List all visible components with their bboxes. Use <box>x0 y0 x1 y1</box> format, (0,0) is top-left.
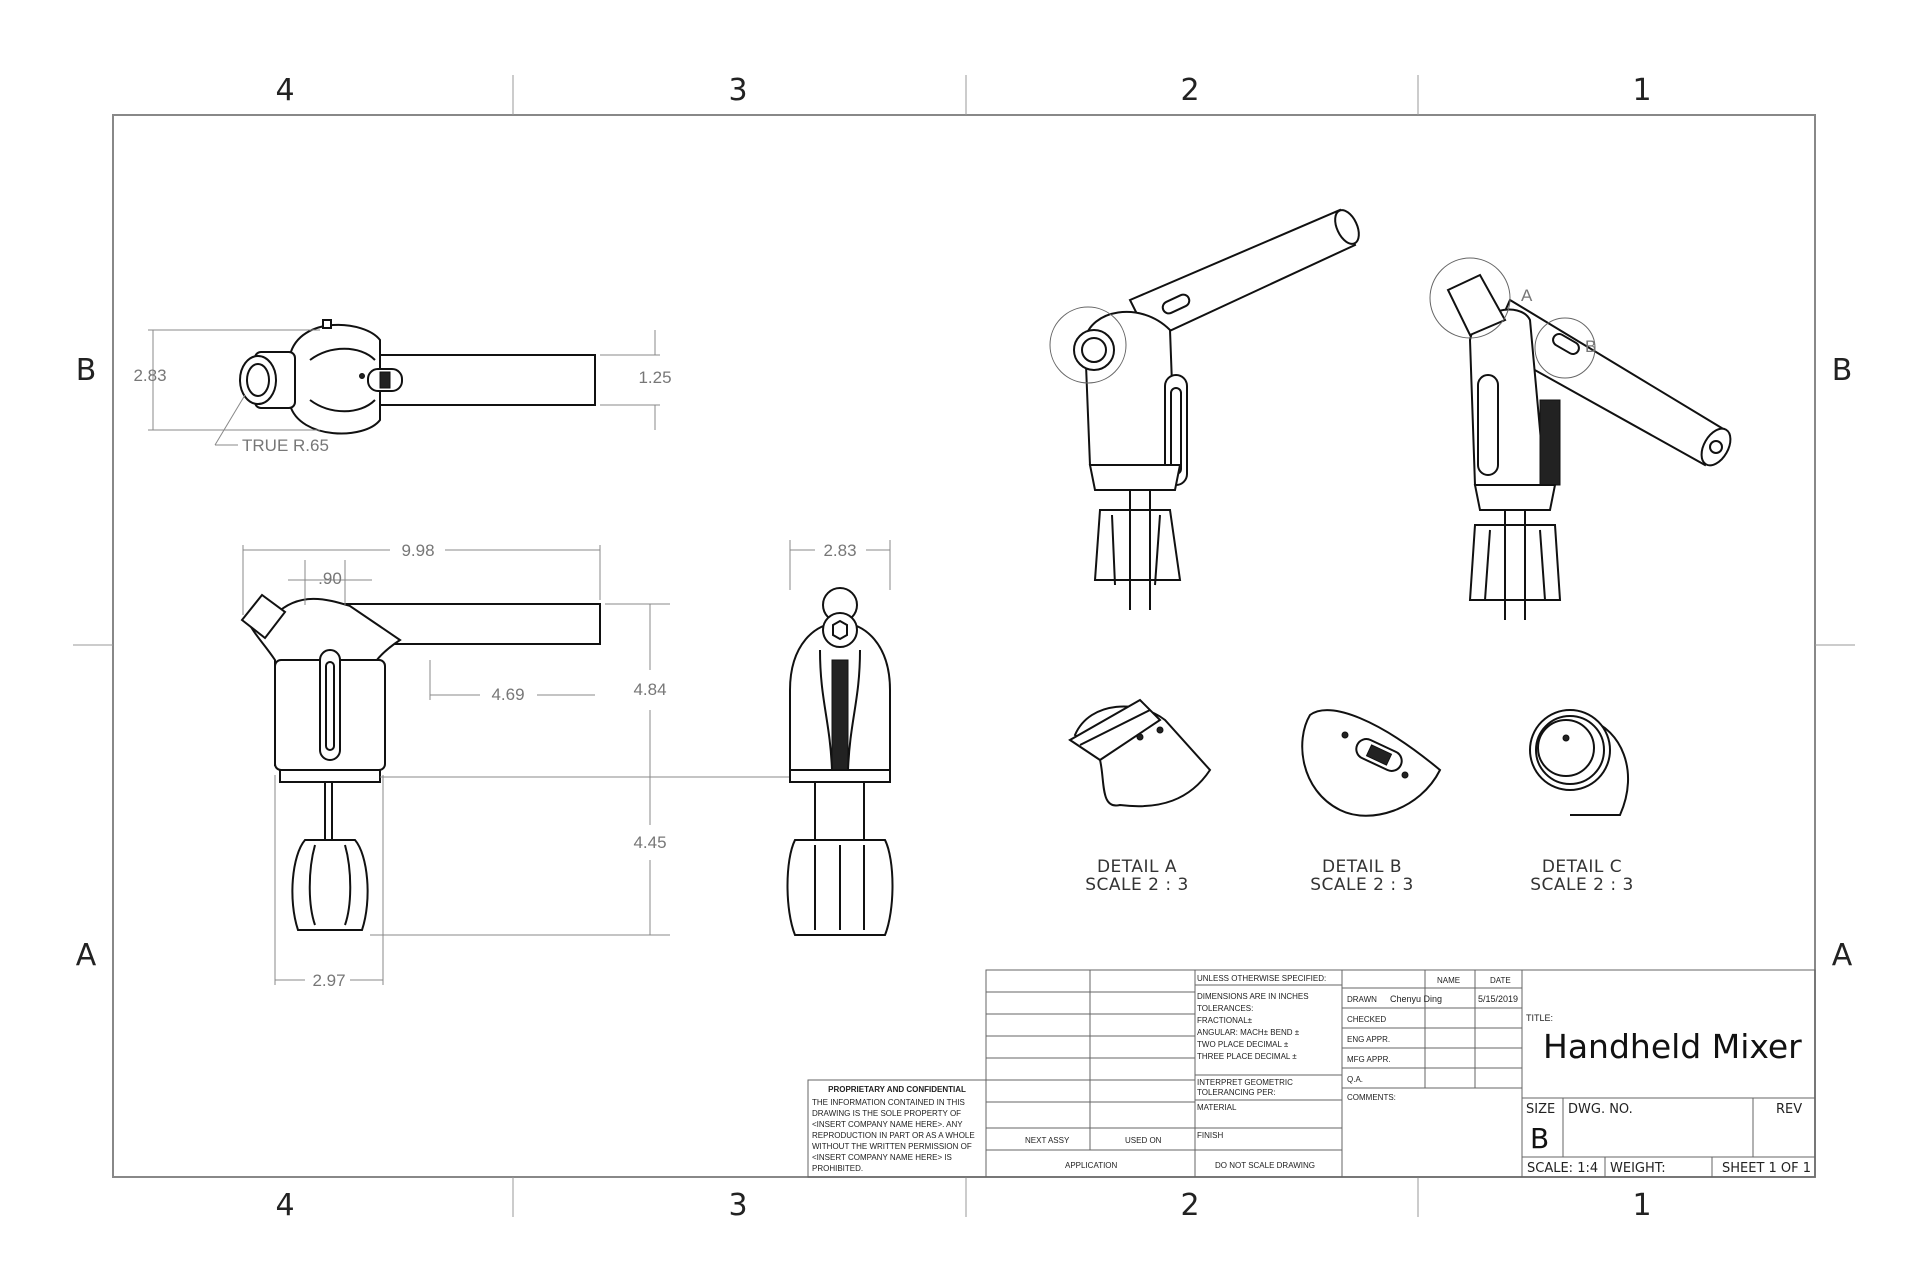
used-on-label: USED ON <box>1125 1136 1162 1145</box>
iso-view-left <box>1049 208 1360 610</box>
zone-col-top-1: 1 <box>1632 73 1651 108</box>
zone-col-bottom-2: 2 <box>1180 1188 1199 1223</box>
drawing-title: Handheld Mixer <box>1543 1027 1802 1066</box>
detail-c-title: DETAIL C <box>1542 857 1622 877</box>
unless-specified: UNLESS OTHERWISE SPECIFIED: <box>1197 974 1326 983</box>
zone-col-bottom-3: 3 <box>728 1188 747 1223</box>
dim-front-offset: .90 <box>318 569 342 588</box>
zone-col-top-2: 2 <box>1180 73 1199 108</box>
interpret-geometric: INTERPRET GEOMETRIC <box>1197 1078 1293 1087</box>
dim-top-height: 2.83 <box>133 366 166 385</box>
side-view: 2.83 <box>786 540 894 936</box>
application-label: APPLICATION <box>1065 1161 1118 1170</box>
proprietary-line: WITHOUT THE WRITTEN PERMISSION OF <box>812 1142 972 1151</box>
dimensions-note: DIMENSIONS ARE IN INCHES <box>1197 992 1309 1001</box>
zone-row-left-b: B <box>76 353 97 388</box>
dim-front-upper: 4.84 <box>633 680 666 699</box>
angular-tolerance: ANGULAR: MACH± BEND ± <box>1197 1028 1300 1037</box>
drawn-by-name: Chenyu Ding <box>1390 994 1442 1004</box>
do-not-scale-label: DO NOT SCALE DRAWING <box>1215 1161 1315 1170</box>
date-header: DATE <box>1490 976 1511 985</box>
zone-dividers <box>73 75 1855 1217</box>
row-qa: Q.A. <box>1347 1075 1363 1084</box>
dim-front-lower: 4.45 <box>633 833 666 852</box>
row-drawn: DRAWN <box>1347 995 1377 1004</box>
dim-front-handle: 4.69 <box>491 685 524 704</box>
zone-row-right-a: A <box>1832 938 1853 973</box>
row-checked: CHECKED <box>1347 1015 1386 1024</box>
proprietary-line: <INSERT COMPANY NAME HERE>. ANY <box>812 1120 963 1129</box>
proprietary-heading: PROPRIETARY AND CONFIDENTIAL <box>828 1085 966 1094</box>
dim-side-width: 2.83 <box>823 541 856 560</box>
dim-top-handle: 1.25 <box>638 368 671 387</box>
row-eng-appr: ENG APPR. <box>1347 1035 1390 1044</box>
zone-col-bottom-4: 4 <box>275 1188 294 1223</box>
proprietary-notice: PROPRIETARY AND CONFIDENTIAL THE INFORMA… <box>807 1079 987 1178</box>
detail-b-scale: SCALE 2 : 3 <box>1310 875 1414 895</box>
title-block <box>985 969 1816 1178</box>
size-label: SIZE <box>1526 1102 1555 1117</box>
rev-label: REV <box>1776 1102 1802 1117</box>
dwg-no-label: DWG. NO. <box>1568 1102 1633 1117</box>
three-place-tolerance: THREE PLACE DECIMAL ± <box>1197 1052 1297 1061</box>
drawn-date: 5/15/2019 <box>1478 994 1518 1004</box>
detail-a-title: DETAIL A <box>1097 857 1177 877</box>
zone-row-left-a: A <box>76 938 97 973</box>
tolerances-label: TOLERANCES: <box>1197 1004 1253 1013</box>
detail-b-view <box>1301 709 1442 817</box>
name-header: NAME <box>1437 976 1460 985</box>
zone-col-bottom-1: 1 <box>1632 1188 1651 1223</box>
iso-label-a: A <box>1521 286 1533 305</box>
size-value: B <box>1530 1122 1549 1155</box>
scale-label: SCALE: 1:4 <box>1527 1161 1598 1176</box>
row-mfg-appr: MFG APPR. <box>1347 1055 1391 1064</box>
next-assy-label: NEXT ASSY <box>1025 1136 1070 1145</box>
row-comments: COMMENTS: <box>1347 1093 1396 1102</box>
proprietary-line: THE INFORMATION CONTAINED IN THIS <box>812 1098 965 1107</box>
iso-label-b: B <box>1585 337 1596 356</box>
weight-label: WEIGHT: <box>1610 1161 1666 1176</box>
detail-b-title: DETAIL B <box>1322 857 1402 877</box>
zone-col-top-3: 3 <box>728 73 747 108</box>
title-label: TITLE: <box>1526 1013 1553 1023</box>
fractional-tolerance: FRACTIONAL± <box>1197 1016 1253 1025</box>
material-label: MATERIAL <box>1197 1103 1237 1112</box>
detail-a-scale: SCALE 2 : 3 <box>1085 875 1189 895</box>
two-place-tolerance: TWO PLACE DECIMAL ± <box>1197 1040 1289 1049</box>
finish-label: FINISH <box>1197 1131 1223 1140</box>
proprietary-line: DRAWING IS THE SOLE PROPERTY OF <box>812 1109 961 1118</box>
detail-c-view <box>1529 709 1629 816</box>
sheet-label: SHEET 1 OF 1 <box>1722 1161 1811 1176</box>
dim-front-base: 2.97 <box>312 971 345 990</box>
tolerancing-per: TOLERANCING PER: <box>1197 1088 1276 1097</box>
detail-a-view <box>1068 698 1212 808</box>
top-view: 2.83 1.25 TRUE R.65 <box>133 319 672 455</box>
zone-col-top-4: 4 <box>275 73 294 108</box>
zone-row-right-b: B <box>1832 353 1853 388</box>
front-view: 9.98 .90 4.69 4.84 4.45 2.97 <box>240 541 790 990</box>
detail-c-scale: SCALE 2 : 3 <box>1530 875 1634 895</box>
dim-front-length: 9.98 <box>401 541 434 560</box>
dim-true-radius: TRUE R.65 <box>242 436 329 455</box>
iso-view-right: A B <box>1429 257 1732 620</box>
proprietary-line: PROHIBITED. <box>812 1164 863 1173</box>
proprietary-line: REPRODUCTION IN PART OR AS A WHOLE <box>812 1131 975 1140</box>
proprietary-line: <INSERT COMPANY NAME HERE> IS <box>812 1153 952 1162</box>
